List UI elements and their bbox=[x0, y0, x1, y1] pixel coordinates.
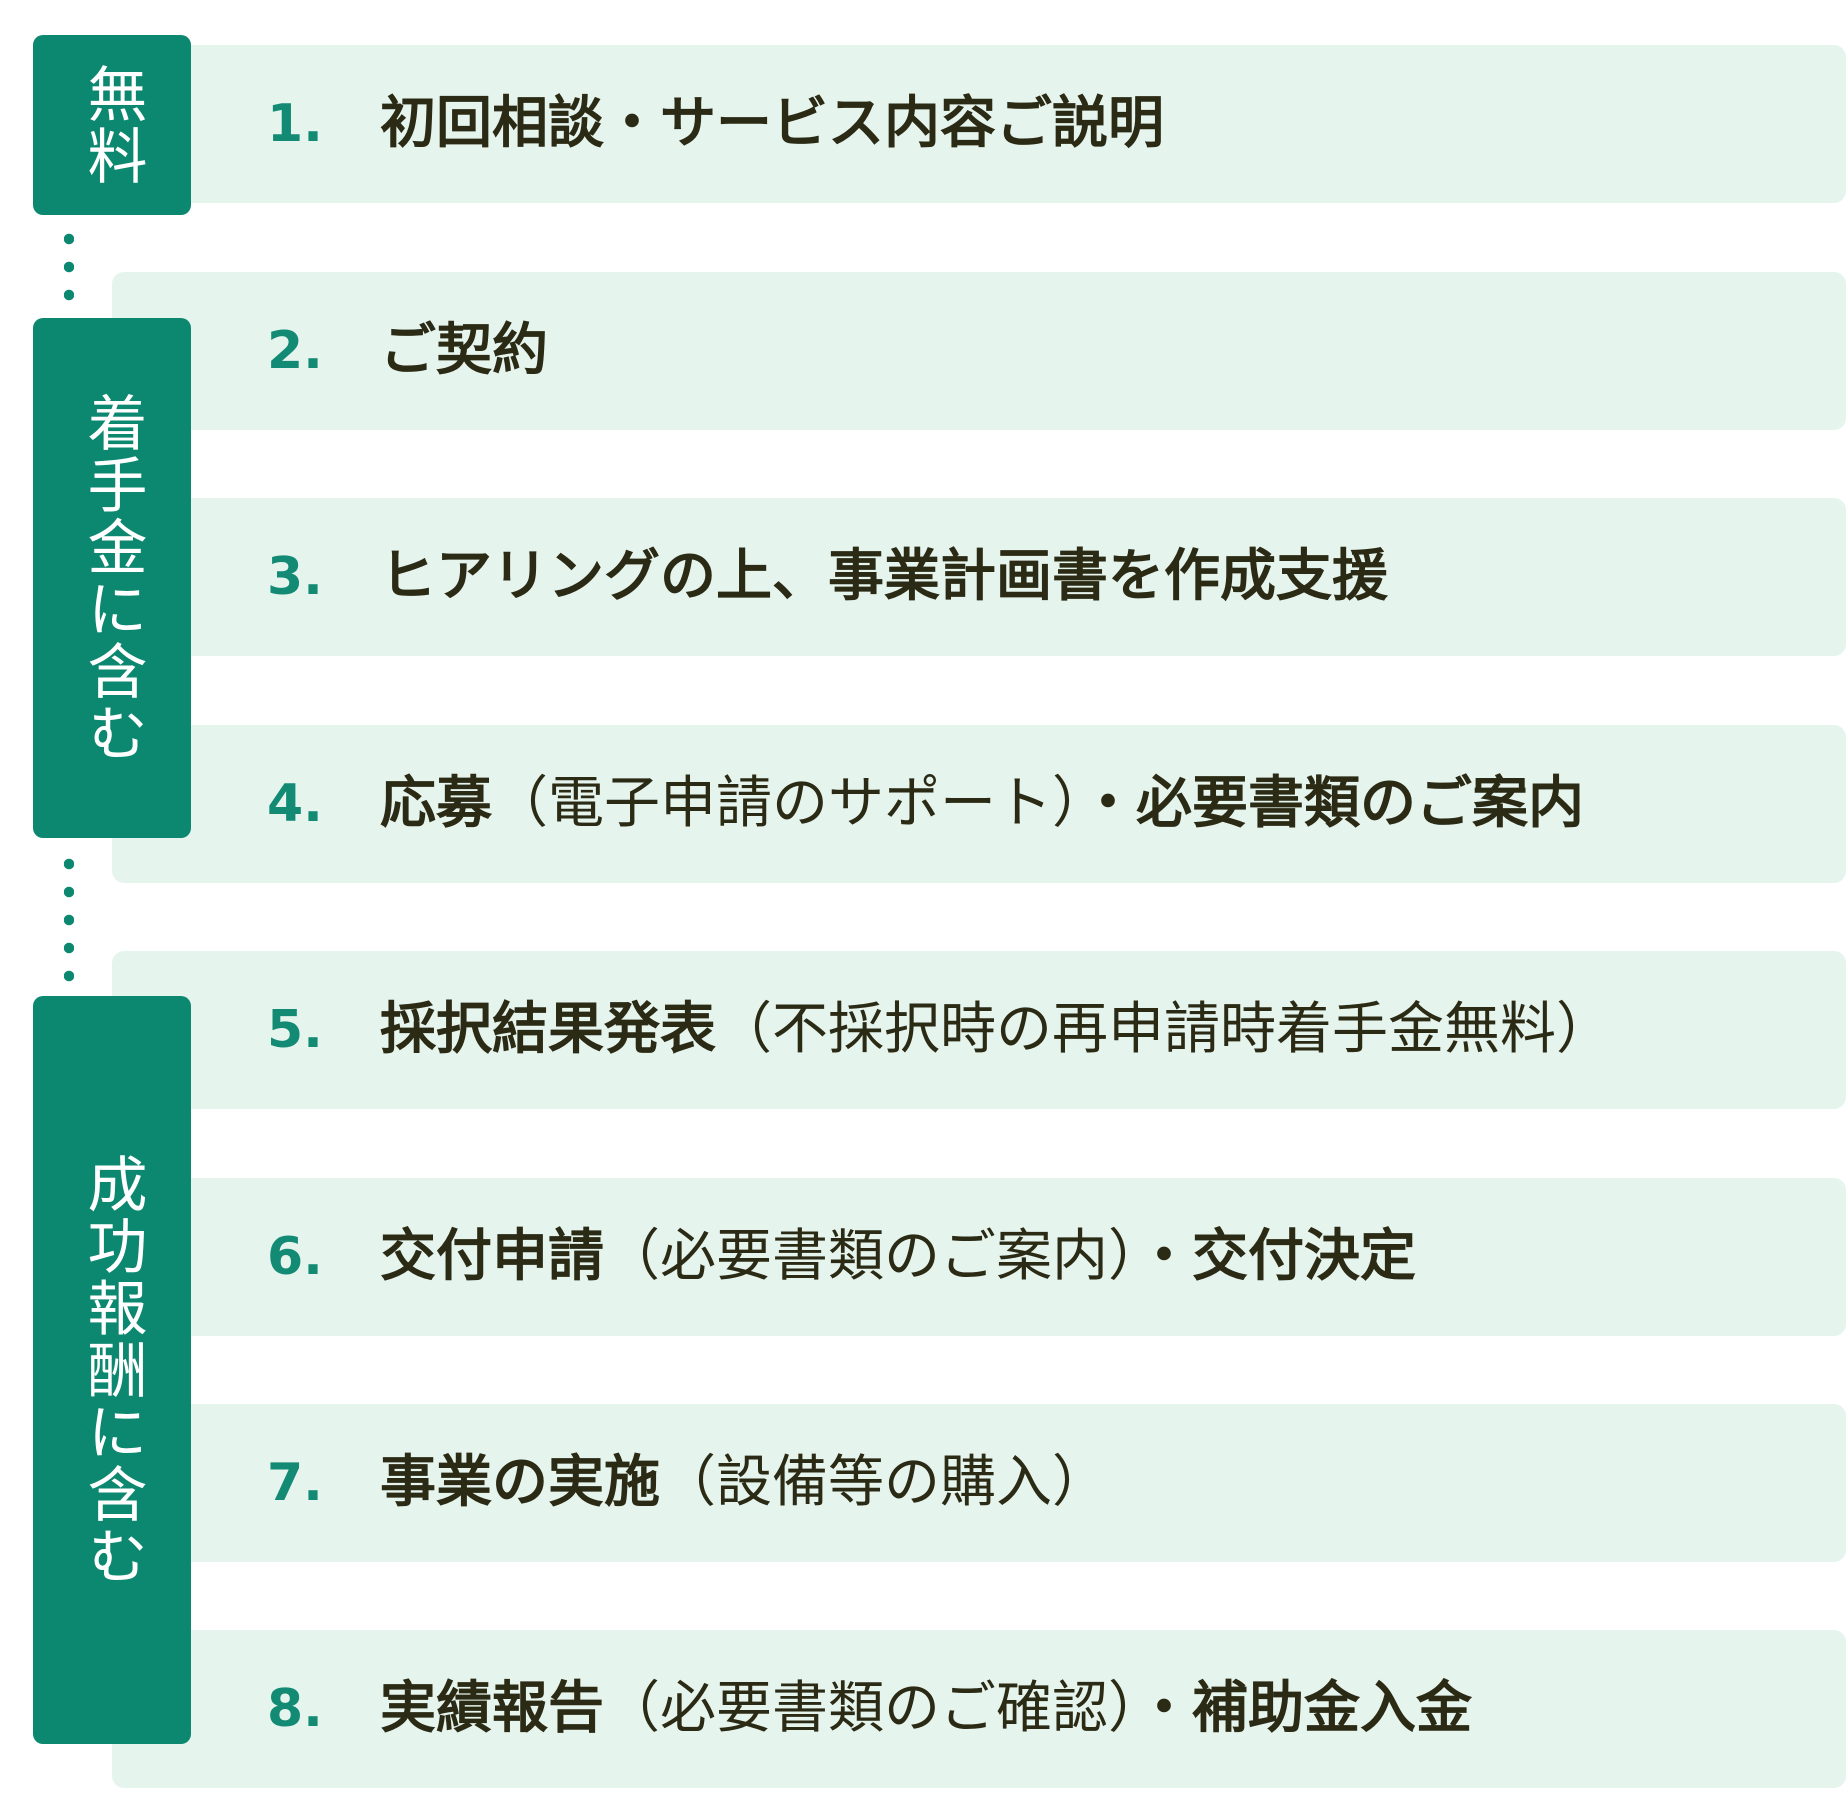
phase-label-free: 無料 bbox=[33, 35, 191, 215]
step-text: 事業の実施（設備等の購入） bbox=[380, 1404, 1108, 1562]
step-title: 採択結果発表 bbox=[380, 997, 716, 1062]
step-text: 採択結果発表（不採択時の再申請時着手金無料） bbox=[380, 951, 1612, 1109]
step-number: 6. bbox=[267, 1227, 323, 1287]
step-7: 7. 事業の実施（設備等の購入） bbox=[112, 1404, 1846, 1562]
step-text: ヒアリングの上、事業計画書を作成支援 bbox=[380, 498, 1388, 656]
step-number: 3. bbox=[267, 547, 323, 607]
step-text: 応募（電子申請のサポート）・必要書類のご案内 bbox=[380, 725, 1584, 883]
step-title: ヒアリングの上、事業計画書を作成支援 bbox=[380, 544, 1388, 609]
step-tail: ・補助金入金 bbox=[1136, 1676, 1472, 1741]
step-4: 4. 応募（電子申請のサポート）・必要書類のご案内 bbox=[112, 725, 1846, 883]
phase-connector bbox=[64, 225, 74, 309]
phase-label-success-fee: 成功報酬に含む bbox=[33, 996, 191, 1744]
step-number: 5. bbox=[267, 1000, 323, 1060]
step-8: 8. 実績報告（必要書類のご確認）・補助金入金 bbox=[112, 1630, 1846, 1788]
phase-label-text: 無料 bbox=[77, 63, 147, 187]
step-number: 8. bbox=[267, 1679, 323, 1739]
step-note: （設備等の購入） bbox=[660, 1450, 1108, 1515]
step-title: ご契約 bbox=[380, 318, 548, 383]
step-tail: ・交付決定 bbox=[1136, 1224, 1416, 1289]
step-text: 実績報告（必要書類のご確認）・補助金入金 bbox=[380, 1630, 1472, 1788]
step-note: （電子申請のサポート） bbox=[492, 771, 1080, 836]
step-2: 2. ご契約 bbox=[112, 272, 1846, 430]
step-title: 事業の実施 bbox=[380, 1450, 660, 1515]
step-title: 応募 bbox=[380, 771, 492, 836]
step-1: 1. 初回相談・サービス内容ご説明 bbox=[112, 45, 1846, 203]
step-number: 7. bbox=[267, 1453, 323, 1513]
step-note: （必要書類のご案内） bbox=[604, 1224, 1136, 1289]
step-6: 6. 交付申請（必要書類のご案内）・交付決定 bbox=[112, 1178, 1846, 1336]
step-text: 交付申請（必要書類のご案内）・交付決定 bbox=[380, 1178, 1416, 1336]
phase-connector bbox=[64, 850, 74, 990]
step-note: （必要書類のご確認） bbox=[604, 1676, 1136, 1741]
phase-label-retainer: 着手金に含む bbox=[33, 318, 191, 838]
step-tail: ・必要書類のご案内 bbox=[1080, 771, 1584, 836]
step-number: 2. bbox=[267, 321, 323, 381]
phase-label-text: 成功報酬に含む bbox=[77, 1153, 147, 1587]
step-note: （不採択時の再申請時着手金無料） bbox=[716, 997, 1612, 1062]
step-5: 5. 採択結果発表（不採択時の再申請時着手金無料） bbox=[112, 951, 1846, 1109]
step-number: 1. bbox=[267, 94, 323, 154]
step-text: 初回相談・サービス内容ご説明 bbox=[380, 45, 1164, 203]
step-3: 3. ヒアリングの上、事業計画書を作成支援 bbox=[112, 498, 1846, 656]
step-title: 初回相談・サービス内容ご説明 bbox=[380, 91, 1164, 156]
step-text: ご契約 bbox=[380, 272, 548, 430]
phase-label-text: 着手金に含む bbox=[77, 392, 147, 764]
step-title: 交付申請 bbox=[380, 1224, 604, 1289]
step-title: 実績報告 bbox=[380, 1676, 604, 1741]
step-number: 4. bbox=[267, 774, 323, 834]
